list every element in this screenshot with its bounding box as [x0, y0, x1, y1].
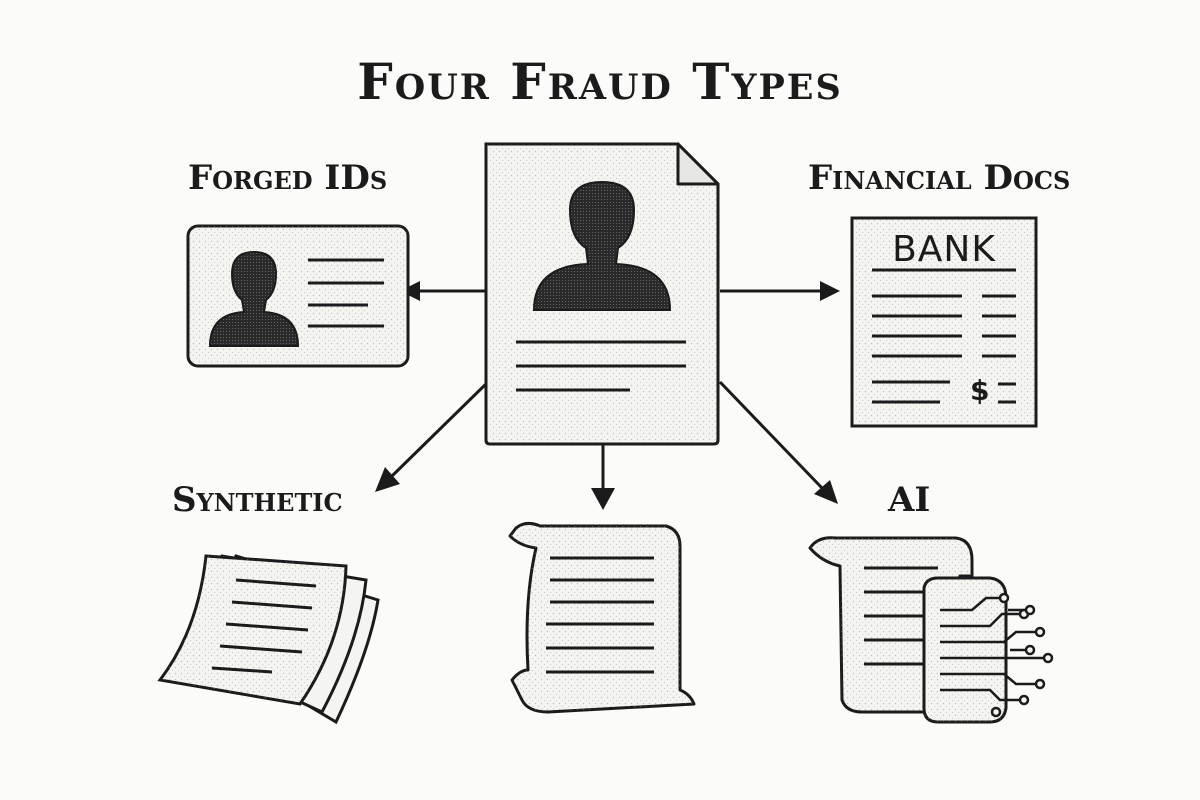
currency-symbol: $	[970, 374, 990, 407]
arrow-to-synthetic	[390, 378, 492, 478]
ai-circuit-document-icon	[808, 536, 1054, 724]
id-card-icon	[186, 224, 410, 368]
label-financial-docs: Financial Docs	[808, 158, 1071, 198]
label-synthetic: Synthetic	[172, 480, 343, 520]
label-forged-ids: Forged IDs	[188, 158, 388, 198]
profile-document-icon	[484, 142, 720, 446]
scroll-document-icon	[508, 521, 696, 714]
connector-arrows	[375, 281, 840, 510]
diagram-title: Four Fraud Types	[357, 52, 843, 111]
bank-statement-icon	[850, 216, 1038, 428]
bank-header-text: BANK	[892, 229, 996, 270]
label-ai: AI	[888, 480, 931, 520]
stacked-papers-icon	[157, 554, 380, 725]
arrow-to-ai	[718, 380, 824, 490]
